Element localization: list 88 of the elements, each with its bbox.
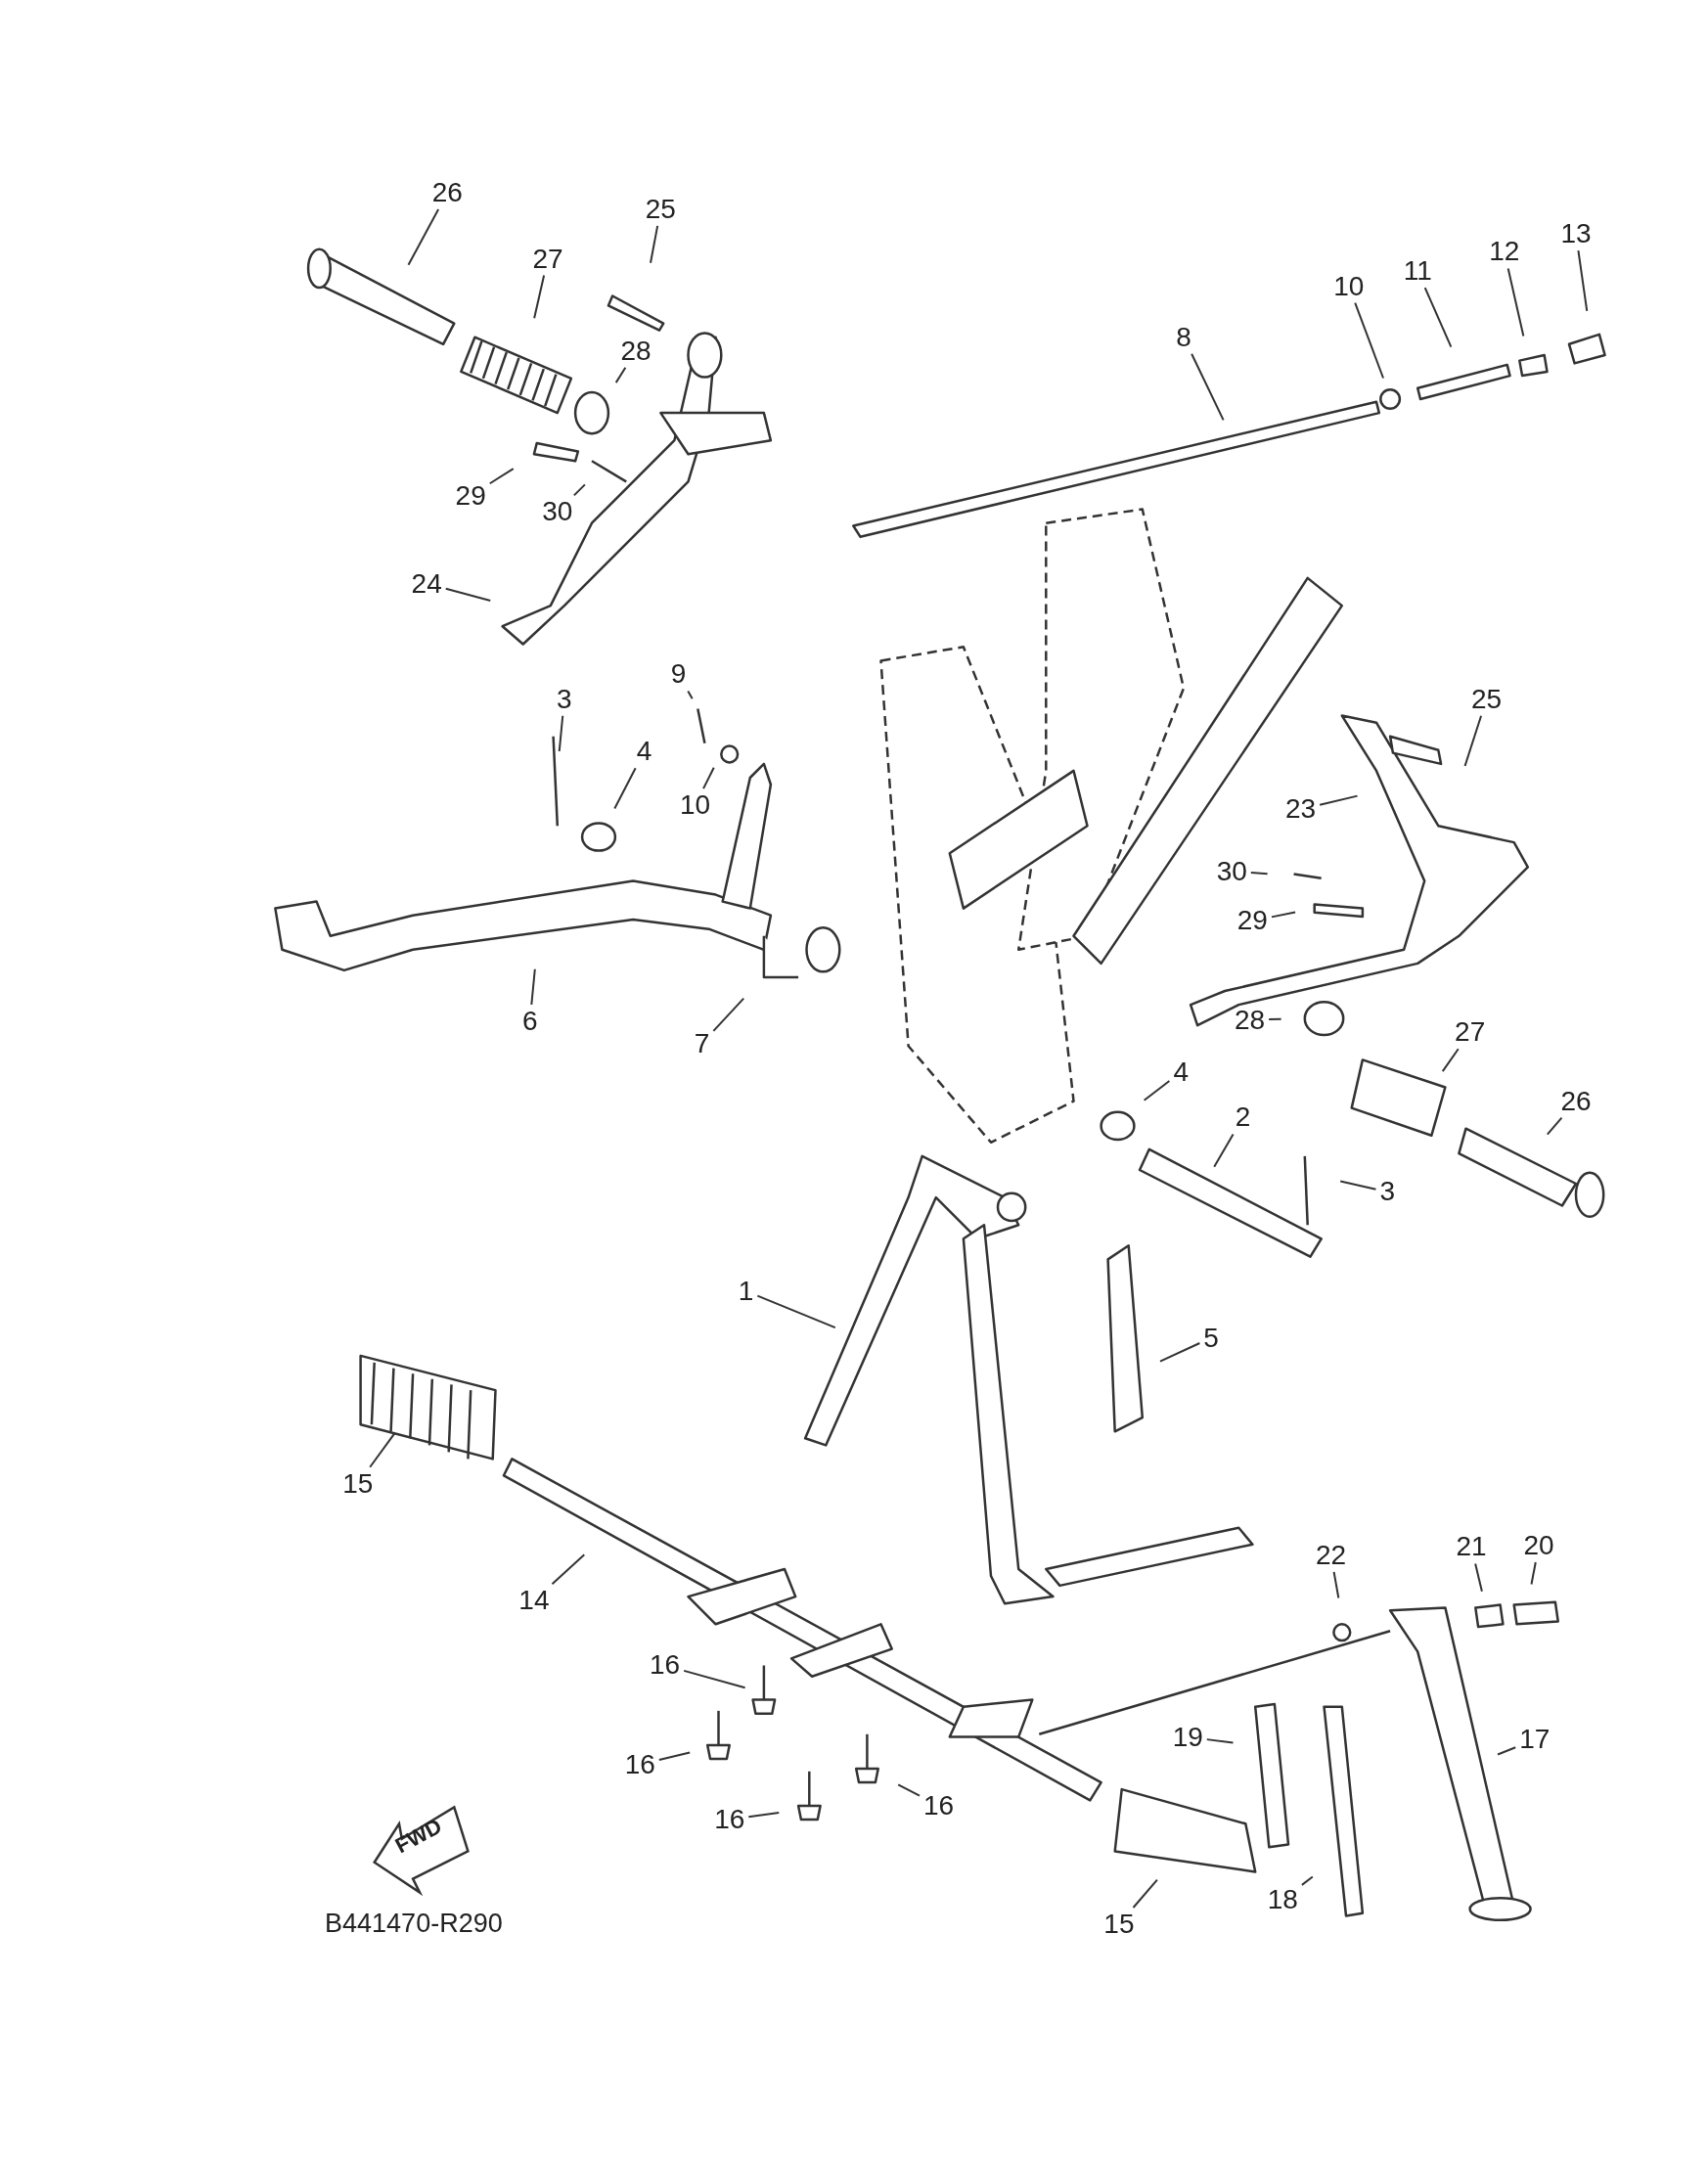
leader-line (657, 1751, 692, 1762)
callout-number: 26 (1558, 1086, 1594, 1116)
leader-line (530, 967, 536, 1006)
callout-number: 8 (1174, 322, 1193, 352)
callout-number: 15 (340, 1468, 376, 1499)
leader-line (1205, 1738, 1235, 1744)
leader-line (1497, 1746, 1517, 1756)
callout-number: 29 (453, 480, 488, 511)
callout-number: 10 (1331, 271, 1367, 301)
callout-number: 14 (517, 1586, 552, 1616)
leader-line (650, 224, 659, 264)
drawing-code: B441470-R290 (325, 1909, 503, 1939)
leader-line (1474, 1562, 1483, 1593)
callout-number: 24 (409, 568, 444, 599)
callout-number: 1 (736, 1276, 756, 1306)
callout-number: 10 (677, 790, 713, 821)
callout-number: 9 (668, 659, 689, 690)
callout-number: 15 (1101, 1910, 1137, 1939)
callout-number: 7 (692, 1028, 712, 1058)
callout-number: 5 (1201, 1323, 1221, 1353)
callout-number: 13 (1558, 219, 1594, 249)
leader-line (1441, 1048, 1460, 1073)
leader-line (1530, 1561, 1537, 1586)
callout-number: 16 (648, 1650, 683, 1681)
callout-number: 16 (921, 1790, 957, 1821)
leader-line (407, 207, 440, 266)
callout-number: 2 (1233, 1102, 1253, 1133)
leader-line (1339, 1180, 1377, 1191)
leader-line (1249, 872, 1269, 876)
callout-number: 4 (1171, 1057, 1191, 1088)
leader-line (369, 1432, 396, 1468)
leader-line (1423, 287, 1453, 348)
callout-number: 25 (1468, 684, 1505, 714)
leader-line (687, 690, 694, 700)
leader-line (1143, 1080, 1171, 1101)
leader-line (683, 1669, 746, 1689)
callout-number: 16 (622, 1749, 657, 1779)
leader-line (1213, 1133, 1235, 1168)
leader-line (1332, 1570, 1340, 1599)
callout-number: 23 (1283, 794, 1319, 825)
callout-number: 20 (1521, 1531, 1556, 1561)
callout-number: 28 (618, 336, 653, 366)
leader-line (444, 587, 492, 602)
leader-line (1319, 794, 1359, 806)
leader-line (551, 1553, 586, 1586)
leader-line (1159, 1342, 1201, 1363)
callout-number: 18 (1265, 1884, 1300, 1914)
callout-number: 27 (1453, 1017, 1488, 1048)
callout-number: 3 (1377, 1177, 1398, 1207)
leader-line (1270, 911, 1297, 919)
leader-line (1354, 301, 1385, 380)
callout-number: 30 (540, 497, 575, 527)
leader-line (1463, 714, 1483, 767)
leader-line (1268, 1017, 1282, 1021)
leader-line (572, 483, 586, 497)
callout-number: 11 (1401, 256, 1434, 287)
leader-line (1506, 267, 1525, 337)
callout-number: 30 (1214, 856, 1249, 886)
leader-line (1132, 1878, 1158, 1909)
callout-number: 19 (1170, 1722, 1205, 1752)
callout-number: 22 (1314, 1540, 1349, 1570)
callout-number: 4 (634, 737, 654, 767)
callout-number: 6 (519, 1007, 540, 1036)
leader-line (533, 274, 546, 320)
callout-number: 17 (1517, 1725, 1552, 1755)
leader-line (614, 366, 627, 384)
leader-line (613, 767, 637, 810)
callout-number: 28 (1232, 1005, 1268, 1035)
leader-line (897, 1783, 921, 1797)
callout-number: 12 (1487, 237, 1522, 267)
callout-number: 3 (555, 684, 574, 714)
callout-number: 16 (712, 1805, 747, 1835)
callout-number: 21 (1454, 1532, 1489, 1562)
leader-line (747, 1812, 781, 1819)
leader-line (558, 714, 564, 752)
callout-number: 29 (1235, 906, 1270, 936)
callout-number: 26 (429, 177, 465, 207)
leader-line (756, 1294, 836, 1329)
callout-number: 25 (643, 194, 678, 224)
direction-label: FWD (390, 1813, 446, 1859)
leader-line (488, 468, 515, 485)
leader-line (702, 766, 715, 790)
leader-line (1300, 1875, 1314, 1886)
leader-line (1577, 249, 1589, 312)
callout-number: 27 (530, 244, 565, 274)
leader-line (1191, 352, 1225, 422)
leader-line (1546, 1116, 1563, 1136)
leader-line (712, 997, 745, 1032)
